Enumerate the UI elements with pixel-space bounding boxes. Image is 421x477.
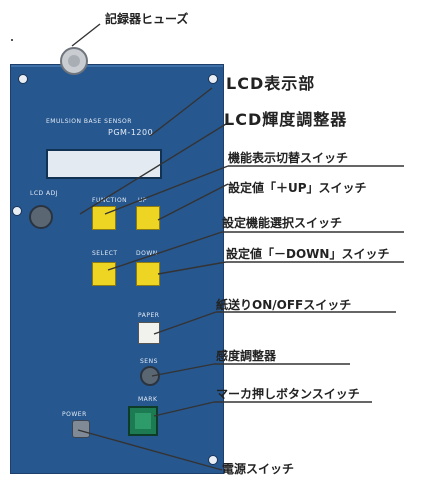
label-paper-feed-switch: 紙送りON/OFFスイッチ xyxy=(216,298,352,312)
select-text: SELECT xyxy=(92,250,118,257)
leader-down xyxy=(157,261,404,275)
mark-text: MARK xyxy=(138,396,158,403)
mounting-hole xyxy=(208,74,218,84)
paper-feed-text: PAPER xyxy=(138,312,160,319)
function-select-button[interactable] xyxy=(92,262,116,286)
label-sensitivity-adjuster: 感度調整器 xyxy=(216,349,277,363)
label-up-switch: 設定値「＋UP」スイッチ xyxy=(228,181,367,195)
label-lcd-display: LCD表示部 xyxy=(226,74,316,93)
leader-function-display xyxy=(104,165,404,215)
function-display-button[interactable] xyxy=(92,206,116,230)
down-text: DOWN xyxy=(136,250,158,257)
leader-marker xyxy=(153,401,372,417)
up-text: UP xyxy=(138,197,148,204)
mounting-hole xyxy=(12,206,22,216)
label-function-select-switch: 設定機能選択スイッチ xyxy=(222,216,343,230)
label-down-switch: 設定値「－DOWN」スイッチ xyxy=(226,247,390,261)
sensitivity-knob[interactable] xyxy=(140,366,160,386)
leader-sens xyxy=(151,363,350,377)
power-switch[interactable] xyxy=(72,420,90,438)
leader-paper-feed xyxy=(153,311,396,335)
panel-header: EMULSION BASE SENSOR xyxy=(46,118,132,125)
speck xyxy=(11,39,13,41)
leader-fuse xyxy=(71,23,101,47)
power-text: POWER xyxy=(62,411,87,418)
leader-lcd-adj xyxy=(79,123,227,215)
function-text: FUNCTION xyxy=(92,197,128,204)
label-fuse: 記録器ヒューズ xyxy=(105,12,189,26)
mounting-hole xyxy=(18,74,28,84)
label-function-display-switch: 機能表示切替スイッチ xyxy=(228,151,349,165)
leader-lcd xyxy=(149,87,213,137)
leader-power xyxy=(77,429,223,471)
marker-push-button[interactable] xyxy=(128,406,158,436)
sens-text: SENS xyxy=(140,358,158,365)
up-button[interactable] xyxy=(136,206,160,230)
panel-top-edge xyxy=(11,65,223,67)
lcd-adj-text: LCD ADJ xyxy=(30,190,59,197)
leader-up xyxy=(157,183,229,221)
paper-feed-button[interactable] xyxy=(138,322,160,344)
lcd-brightness-knob[interactable] xyxy=(29,205,53,229)
label-marker-push-button: マーカ押しボタンスイッチ xyxy=(216,387,360,401)
leader-select xyxy=(107,231,404,271)
label-power-switch: 電源スイッチ xyxy=(222,462,295,476)
fuse-holder[interactable] xyxy=(60,47,88,75)
panel-model: PGM-1200 xyxy=(108,128,154,137)
label-lcd-brightness: LCD輝度調整器 xyxy=(224,110,348,129)
mounting-hole xyxy=(208,455,218,465)
